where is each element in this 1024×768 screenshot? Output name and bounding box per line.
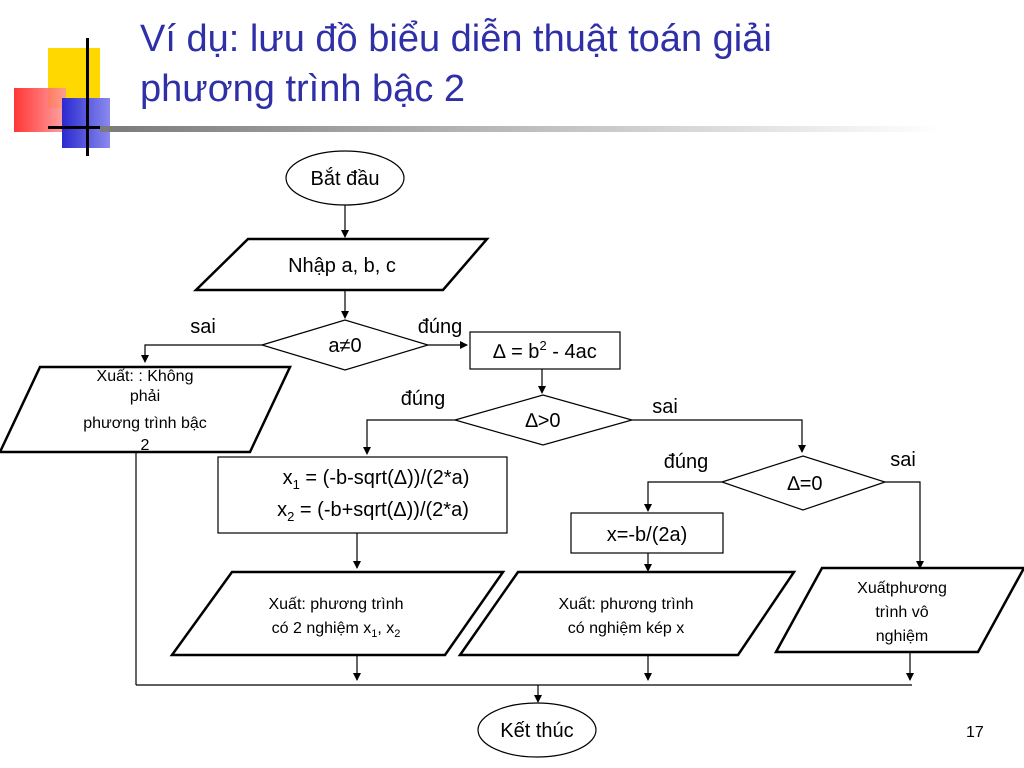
output-not-quadratic-shape	[0, 365, 292, 454]
delta-process	[469, 331, 621, 370]
start-label: Bắt đầu	[311, 167, 380, 190]
edge-delta-zero-yes	[644, 481, 722, 512]
edge-decision-no	[141, 344, 262, 363]
not-quadratic-line-2: phải	[130, 388, 160, 405]
double-root-process	[570, 512, 724, 554]
delta-zero-no-label: sai	[890, 449, 916, 471]
input-label: Nhập a, b, c	[288, 255, 396, 277]
edge-delta-pos-yes	[363, 419, 455, 455]
end-terminal	[477, 702, 597, 758]
no-root-line-1: Xuấtphương	[857, 580, 947, 597]
no-root-line-2: trình vô	[875, 604, 928, 621]
slide-title: Ví dụ: lưu đồ biểu diễn thuật toán giải …	[140, 14, 1000, 114]
delta-pos-yes-label: đúng	[401, 388, 446, 410]
output-double-root-shape	[457, 570, 797, 657]
delta-zero-label: ∆=0	[787, 473, 822, 495]
decision-delta-positive	[452, 394, 635, 446]
decision-a-nonzero	[259, 319, 431, 371]
delta-zero-yes-label: đúng	[664, 451, 709, 473]
title-line-2: phương trình bậc 2	[140, 68, 466, 110]
double-root-label: x=-b/(2a)	[607, 524, 688, 546]
input-parallelogram	[192, 237, 490, 292]
delta-pos-label: ∆>0	[525, 410, 560, 432]
decision-a-label: a≠0	[328, 335, 361, 357]
no-root-line-3: nghiệm	[876, 628, 928, 645]
page-number: 17	[966, 724, 984, 741]
two-roots-line-1: Xuất: phương trình	[268, 596, 403, 613]
edge-delta-zero-no	[885, 481, 924, 569]
decision-delta-zero	[720, 455, 887, 511]
output-two-roots-shape	[169, 570, 506, 657]
edge-delta-pos-no	[632, 419, 806, 453]
double-root-line-2: có nghiệm kép x	[568, 620, 685, 637]
not-quadratic-line-4: 2	[141, 437, 150, 454]
double-root-line-1: Xuất: phương trình	[558, 596, 693, 613]
two-roots-line-2: có 2 nghiệm x1, x2	[272, 620, 401, 640]
roots-process	[217, 456, 508, 534]
not-quadratic-line-3: phương trình bậc	[83, 415, 207, 432]
output-no-root-shape	[773, 566, 1024, 654]
delta-pos-no-label: sai	[652, 396, 678, 418]
delta-formula: ∆ = b2 - 4ac	[493, 338, 596, 363]
root-x1: x1 = (-b-sqrt(Δ))/(2*a)	[283, 467, 470, 492]
title-line-1: Ví dụ: lưu đồ biểu diễn thuật toán giải	[140, 18, 772, 60]
decision-a-no-label: sai	[190, 316, 216, 338]
end-label: Kết thúc	[500, 720, 573, 742]
root-x2: x2 = (-b+sqrt(Δ))/(2*a)	[277, 499, 469, 524]
start-terminal	[285, 150, 405, 206]
decision-a-yes-label: đúng	[418, 316, 463, 338]
not-quadratic-line-1: Xuất: : Không	[97, 368, 194, 385]
